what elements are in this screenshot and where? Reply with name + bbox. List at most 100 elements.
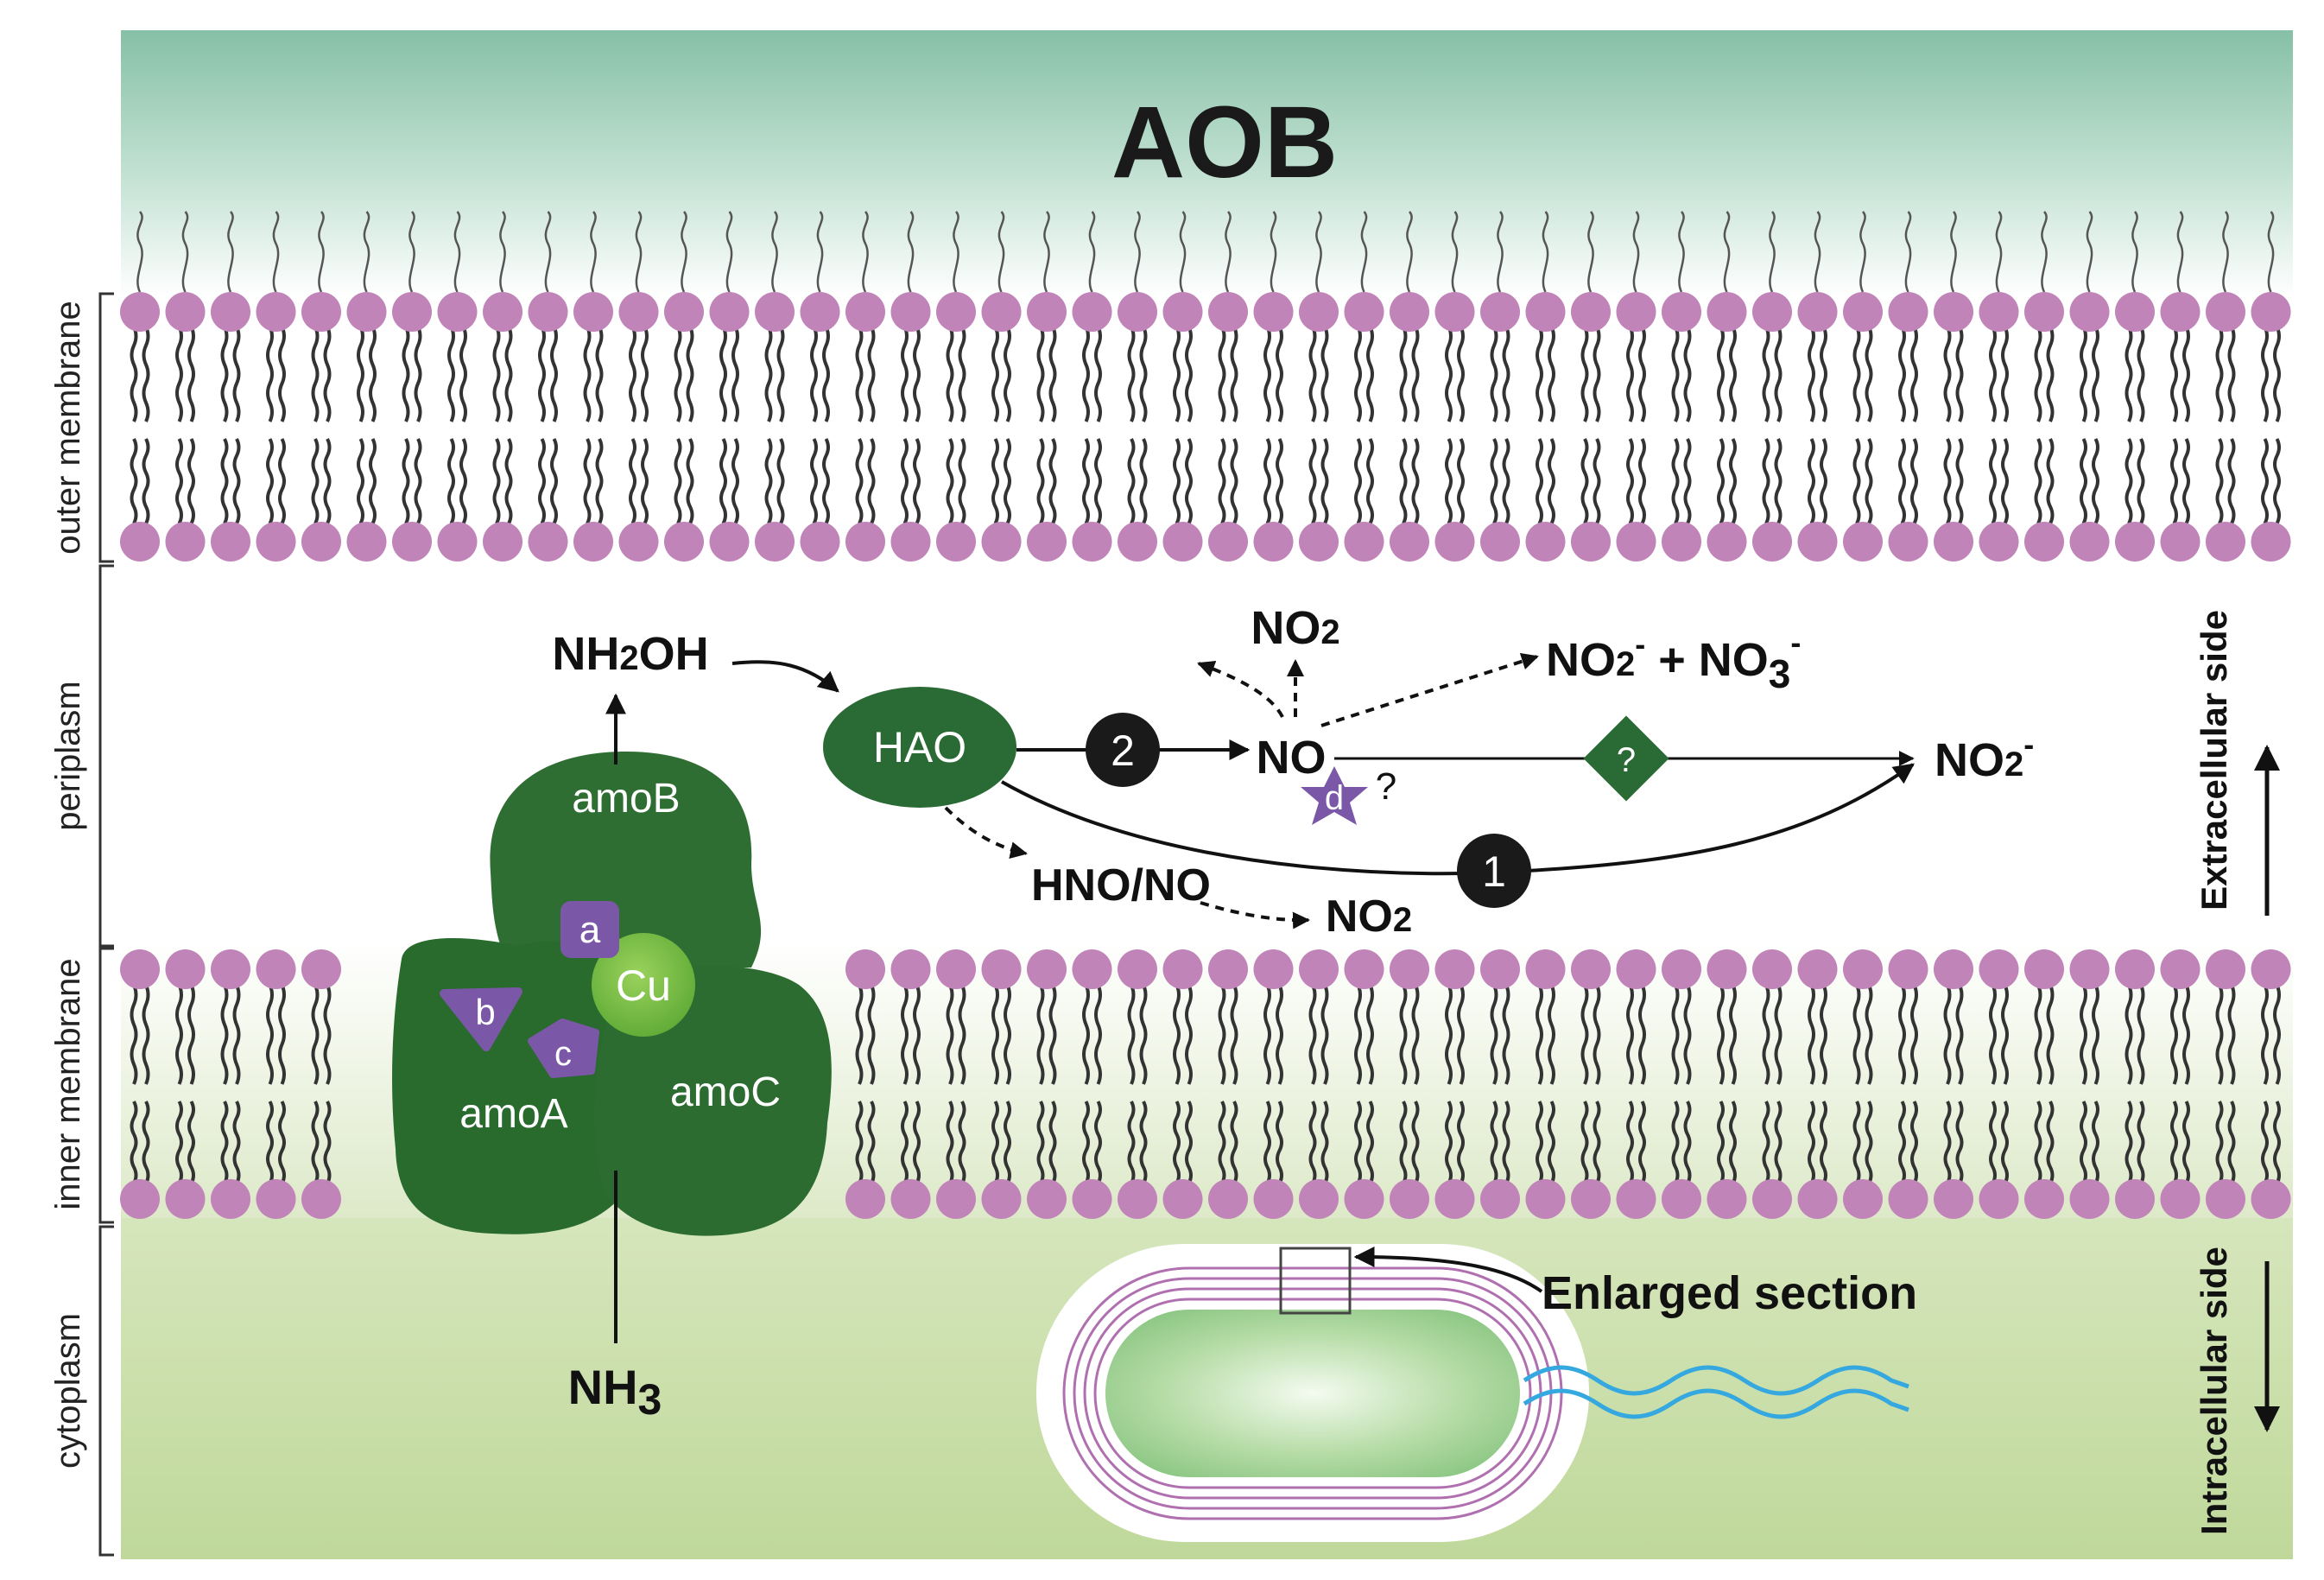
- lipid-head: [1434, 292, 1475, 332]
- lipid-head: [1616, 1179, 1656, 1219]
- lipid-head: [211, 949, 250, 989]
- lipid-head: [1299, 522, 1339, 562]
- lipid-tail: [1593, 326, 1601, 422]
- lipid-head: [1571, 949, 1611, 989]
- lipid-tail: [1218, 438, 1226, 524]
- lipid-tail: [1399, 984, 1408, 1085]
- lipid-tail: [1036, 1101, 1045, 1184]
- surface-chain: [1270, 211, 1277, 293]
- lipid-head: [256, 1179, 296, 1219]
- no2-no3-label: NO2- + NO3-: [1546, 625, 1801, 696]
- lipid-tail: [1127, 984, 1136, 1085]
- lipid-tail: [2170, 326, 2178, 422]
- lipid-tail: [1638, 326, 1646, 422]
- lipid-tail: [266, 326, 274, 422]
- surface-chain: [1088, 211, 1096, 293]
- lipid-tail: [1230, 438, 1238, 524]
- hao-enzyme: [823, 687, 1016, 808]
- no-to-no2-no3-dashed: [1320, 652, 1539, 727]
- lipid-head: [1072, 1179, 1112, 1219]
- lipid-tail: [1808, 1101, 1815, 1184]
- lipid-head: [1253, 949, 1294, 989]
- lipid-tail: [1218, 984, 1226, 1085]
- lipid-tail: [187, 984, 195, 1085]
- lipid-tail: [1457, 984, 1465, 1085]
- lipid-tail: [1717, 1101, 1725, 1184]
- lipid-head: [845, 949, 885, 989]
- surface-chain: [1814, 211, 1821, 293]
- lipid-tail: [2170, 984, 2178, 1085]
- lipid-tail: [1048, 1101, 1057, 1184]
- lipid-head: [301, 1179, 341, 1219]
- lipid-tail: [1989, 326, 1997, 422]
- inner-membrane-bracket: [98, 947, 114, 1224]
- lipid-tail: [1989, 438, 1997, 524]
- surface-chain: [1859, 211, 1866, 293]
- lipid-tail: [946, 438, 954, 524]
- lipid-tail: [1898, 438, 1906, 524]
- lipid-tail: [1955, 438, 1964, 524]
- lipid-head: [1390, 1179, 1429, 1219]
- lipid-tail: [1898, 984, 1906, 1085]
- lipid-tail: [1230, 1101, 1238, 1184]
- surface-chain: [408, 211, 415, 293]
- lipid-tail: [1626, 438, 1634, 524]
- nh3-label: NH3: [568, 1360, 662, 1424]
- lipid-head: [1752, 949, 1792, 989]
- surface-chain: [318, 211, 325, 293]
- lipid-head: [1027, 292, 1067, 332]
- lipid-tail: [220, 1101, 229, 1184]
- lipid-tail: [1399, 1101, 1408, 1184]
- lipid-head: [2206, 1179, 2245, 1219]
- lipid-tail: [175, 326, 183, 422]
- copper-center: [592, 933, 695, 1037]
- lipid-tail: [1671, 1101, 1680, 1184]
- surface-chain: [1043, 211, 1050, 293]
- lipid-tail: [719, 326, 727, 422]
- surface-chain: [953, 211, 959, 293]
- surface-chain: [1315, 211, 1322, 293]
- lipid-tail: [1502, 984, 1510, 1085]
- lipid-tail: [1230, 326, 1238, 422]
- lipid-tail: [731, 326, 739, 422]
- lipid-head: [120, 949, 160, 989]
- lipid-tail: [2125, 1101, 2133, 1184]
- lipid-head: [528, 522, 568, 562]
- surface-chain: [681, 211, 687, 293]
- lipid-head: [2024, 522, 2064, 562]
- lipid-tail: [311, 1101, 320, 1184]
- lipid-tail: [323, 326, 332, 422]
- lipid-head: [1434, 1179, 1475, 1219]
- lipid-tail: [1263, 1101, 1271, 1184]
- lipid-tail: [1852, 326, 1861, 422]
- lipid-tail: [867, 438, 876, 524]
- region-brackets: [98, 292, 114, 1557]
- lipid-tail: [901, 1101, 909, 1184]
- lipid-tail: [1820, 438, 1827, 524]
- lipid-tail: [130, 438, 138, 524]
- lipid-tail: [1548, 326, 1555, 422]
- lipid-tail: [913, 984, 921, 1085]
- lipid-tail: [1411, 438, 1420, 524]
- lipid-tail: [991, 326, 999, 422]
- lipid-tail: [1308, 438, 1317, 524]
- lipid-head: [1979, 292, 2019, 332]
- lipid-tail: [357, 438, 364, 524]
- lipid-head: [845, 1179, 885, 1219]
- lipid-head: [1888, 1179, 1928, 1219]
- surface-chain: [2222, 211, 2229, 293]
- lipid-tail: [1502, 326, 1510, 422]
- lipid-tail: [776, 438, 785, 524]
- lipid-tail: [2092, 1101, 2099, 1184]
- lipid-tail: [142, 326, 150, 422]
- lipid-head: [1752, 522, 1792, 562]
- lipid-head: [1662, 949, 1701, 989]
- lipid-head: [1797, 522, 1838, 562]
- surface-chain: [2041, 211, 2048, 293]
- surface-chain: [363, 211, 370, 293]
- lipid-tail: [1955, 326, 1964, 422]
- lipid-head: [1072, 949, 1112, 989]
- lipid-head: [1344, 949, 1384, 989]
- lipid-head: [256, 949, 296, 989]
- lipid-head: [528, 292, 568, 332]
